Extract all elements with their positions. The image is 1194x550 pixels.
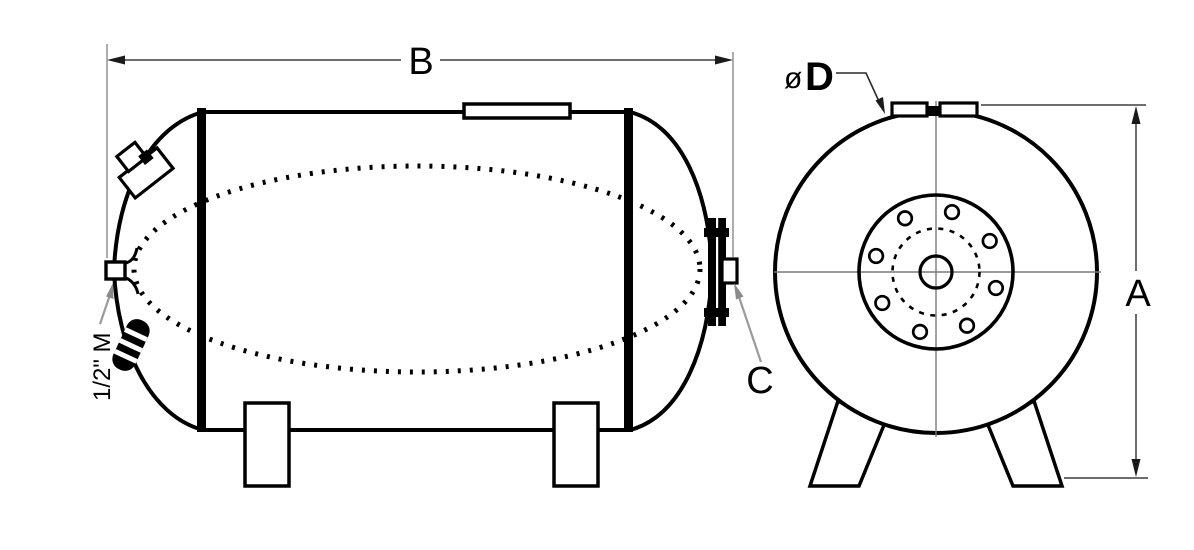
bladder-dotted-ellipse bbox=[131, 163, 703, 375]
port-neck-top bbox=[125, 247, 139, 265]
leader-c-arrowhead bbox=[734, 283, 744, 300]
handle-block-left bbox=[890, 101, 929, 118]
bolt-hole bbox=[911, 323, 929, 341]
flange-plate-split bbox=[716, 218, 719, 326]
handle-block-right bbox=[938, 101, 979, 118]
front-view: A ø D bbox=[773, 55, 1151, 488]
system-flange bbox=[704, 218, 739, 326]
flange-c-label: C bbox=[746, 360, 773, 402]
leader-port-arrowhead bbox=[106, 283, 114, 299]
valve-cap bbox=[114, 140, 149, 174]
thread-gap bbox=[123, 327, 148, 342]
bolt-hole bbox=[981, 232, 998, 250]
leader-d-arrowhead bbox=[875, 97, 885, 114]
leader-d-line bbox=[836, 72, 883, 109]
inlet-port-square bbox=[104, 260, 127, 281]
leader-c-line bbox=[735, 290, 763, 363]
flange-bolt-bottom bbox=[704, 308, 729, 317]
thread-gap bbox=[113, 348, 138, 364]
drain-plug-fitting bbox=[112, 319, 150, 371]
lifting-handle-front bbox=[890, 101, 979, 118]
bolt-hole bbox=[958, 317, 976, 334]
dim-a-label: A bbox=[1125, 273, 1151, 315]
arrowhead-a-top bbox=[1131, 106, 1141, 124]
flange-circle bbox=[857, 193, 1015, 351]
bolt-holes bbox=[867, 203, 1005, 341]
diameter-callout: ø D bbox=[784, 55, 885, 114]
weld-band-left bbox=[197, 108, 206, 432]
dim-b-label: B bbox=[408, 41, 433, 83]
bolt-hole bbox=[987, 279, 1005, 297]
handle-grip bbox=[926, 106, 941, 116]
diameter-d-label: D bbox=[805, 55, 834, 99]
thread-gap bbox=[118, 338, 143, 353]
foot-left bbox=[243, 401, 291, 488]
lifting-handle-side bbox=[462, 102, 572, 120]
arrowhead-b-left bbox=[107, 55, 125, 65]
bolt-hole bbox=[943, 203, 961, 221]
bolt-circle-dotted bbox=[891, 227, 981, 317]
flange-callout: C bbox=[734, 283, 774, 402]
dimension-b: B bbox=[106, 41, 734, 258]
diameter-symbol: ø bbox=[784, 62, 802, 95]
foot-right bbox=[552, 401, 600, 488]
bolt-hole bbox=[896, 210, 914, 227]
weld-band-right bbox=[624, 108, 633, 432]
bolt-hole bbox=[867, 247, 885, 265]
valve-stem bbox=[138, 149, 154, 165]
port-callout: 1/2" M bbox=[89, 283, 116, 401]
dimension-a: A bbox=[981, 104, 1151, 479]
arrowhead-b-right bbox=[715, 55, 733, 65]
center-port bbox=[918, 254, 954, 290]
arrowhead-a-bottom bbox=[1131, 459, 1141, 477]
valve-fitting bbox=[114, 140, 176, 201]
bolt-hole bbox=[874, 294, 891, 312]
port-size-label: 1/2" M bbox=[89, 332, 116, 401]
flange-connection-box bbox=[720, 257, 739, 285]
flange-bolt-top bbox=[704, 228, 729, 237]
port-neck-bottom bbox=[125, 276, 140, 295]
side-view: B C 1/2" M bbox=[89, 41, 774, 488]
